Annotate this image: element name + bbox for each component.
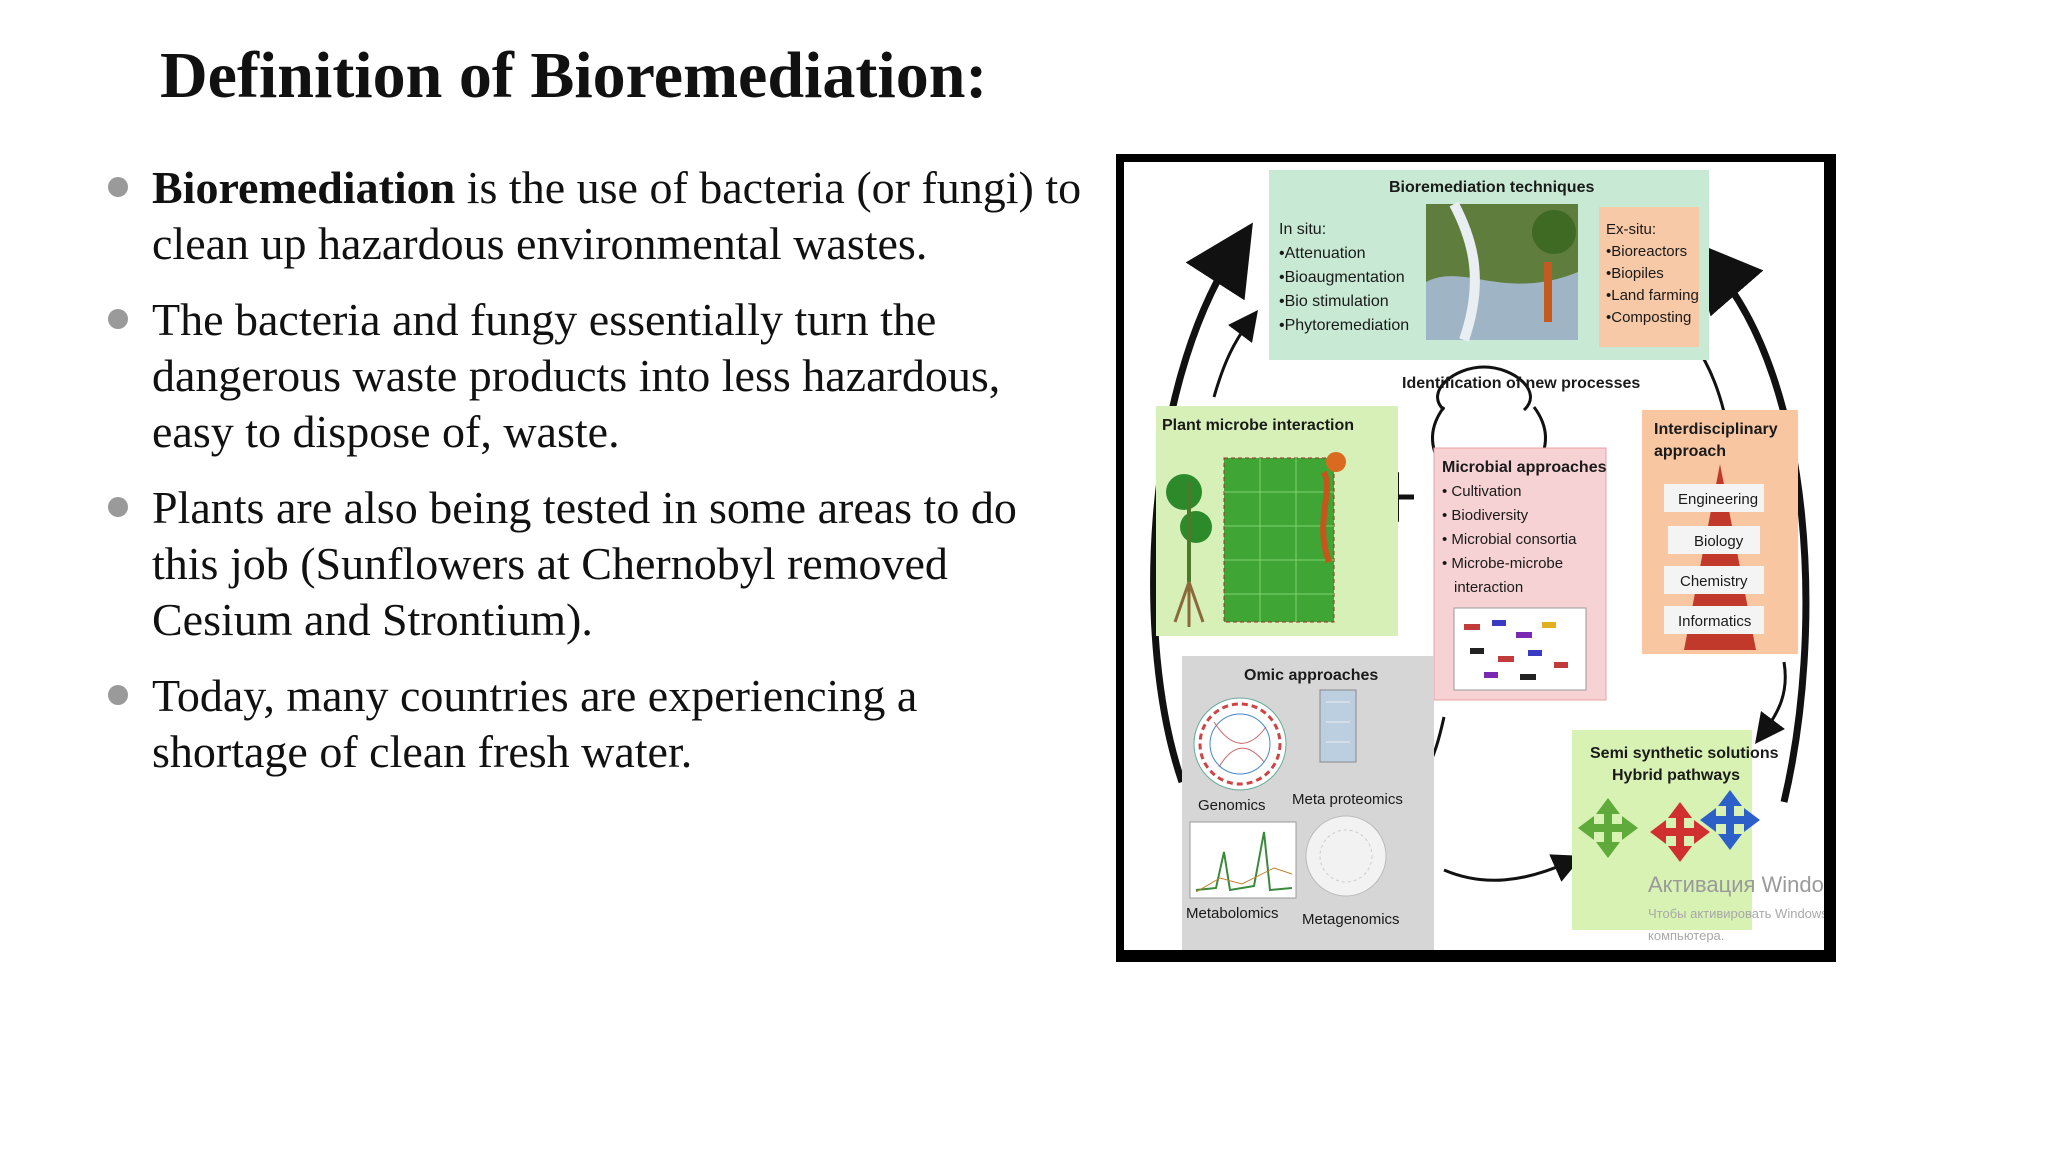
ex-situ-item: •Land farming	[1606, 287, 1699, 304]
bullet-bold-term: Bioremediation	[152, 162, 456, 213]
microbial-title: Microbial approaches	[1442, 459, 1607, 476]
watermark-line-3: компьютера.	[1648, 928, 1724, 943]
stream-photo	[1426, 201, 1578, 342]
hybrid-arrow-icon	[1650, 802, 1710, 862]
in-situ-item: •Bioaugmentation	[1279, 269, 1405, 286]
genomics-circos	[1193, 697, 1287, 791]
bullet-text: Plants are also being tested in some are…	[152, 482, 1017, 645]
ex-situ-item: •Biopiles	[1606, 265, 1664, 282]
ex-situ-item: •Composting	[1606, 309, 1691, 326]
plant-microbe-box: Plant microbe interaction	[1156, 406, 1398, 636]
arrow-plant-to-techniques	[1212, 309, 1258, 398]
discipline-label: Biology	[1694, 533, 1744, 550]
bullet-dot	[108, 685, 128, 705]
omic-box: Omic approaches Genomics Meta proteomics	[1182, 656, 1434, 950]
discipline-label: Informatics	[1678, 613, 1751, 630]
techniques-title: Bioremediation techniques	[1389, 179, 1594, 196]
arrow-identification-loop	[1436, 365, 1532, 412]
metagenomics-label: Metagenomics	[1302, 911, 1400, 928]
metabolomics-label: Metabolomics	[1186, 905, 1279, 922]
cycle-arrow-right	[1691, 240, 1810, 803]
semi-synthetic-title: Semi synthetic solutions	[1590, 745, 1779, 762]
bullet-text: Today, many countries are experiencing a…	[152, 670, 918, 777]
bullet-item: Today, many countries are experiencing a…	[104, 668, 1084, 780]
microbial-item: • Biodiversity	[1442, 507, 1529, 524]
watermark-line-1: Активация Windows	[1648, 872, 1824, 897]
hybrid-arrow-icon	[1578, 798, 1638, 858]
identification-label: Identification of new processes	[1402, 375, 1640, 392]
metagenomics-image	[1305, 815, 1387, 897]
techniques-box: Bioremediation techniques In situ: •Atte…	[1269, 170, 1709, 360]
microbial-item: • Cultivation	[1442, 483, 1521, 500]
omic-title: Omic approaches	[1244, 667, 1378, 684]
microbial-item: • Microbial consortia	[1442, 531, 1577, 548]
meta-proteomics-image	[1319, 689, 1357, 763]
arrow-omic-to-semi	[1443, 854, 1583, 882]
interdisciplinary-title: Interdisciplinary	[1654, 421, 1778, 438]
slide-title: Definition of Bioremediation:	[160, 39, 988, 112]
semi-synthetic-box: Semi synthetic solutions Hybrid pathways	[1572, 730, 1779, 930]
metabolomics-chart	[1189, 821, 1297, 899]
hybrid-pathways-title: Hybrid pathways	[1612, 767, 1740, 784]
bullet-item: Plants are also being tested in some are…	[104, 480, 1084, 648]
bullet-dot	[108, 309, 128, 329]
watermark-line-2: Чтобы активировать Windows	[1648, 906, 1824, 921]
bullet-dot	[108, 177, 128, 197]
in-situ-item: •Bio stimulation	[1279, 293, 1389, 310]
interdisciplinary-title: approach	[1654, 443, 1726, 460]
bullet-text: The bacteria and fungy essentially turn …	[152, 294, 1001, 457]
bullet-item: The bacteria and fungy essentially turn …	[104, 292, 1084, 460]
meta-proteomics-label: Meta proteomics	[1292, 791, 1403, 808]
ex-situ-item: •Bioreactors	[1606, 243, 1687, 260]
discipline-label: Engineering	[1678, 491, 1758, 508]
genomics-label: Genomics	[1198, 797, 1266, 814]
bullet-list: Bioremediation is the use of bacteria (o…	[104, 160, 1084, 800]
plant-microbe-title: Plant microbe interaction	[1162, 417, 1354, 434]
bullet-text: is the use of bacteria (or fungi) to cle…	[152, 162, 1082, 269]
microbial-box: Microbial approaches • Cultivation • Bio…	[1433, 447, 1607, 701]
microbial-item: interaction	[1454, 579, 1523, 596]
bullet-item: Bioremediation is the use of bacteria (o…	[104, 160, 1084, 272]
bullet-dot	[108, 497, 128, 517]
discipline-label: Chemistry	[1680, 573, 1748, 590]
interdisciplinary-box: Interdisciplinary approach Engineering B…	[1642, 410, 1798, 654]
in-situ-item: •Attenuation	[1279, 245, 1366, 262]
microbial-item: • Microbe-microbe	[1442, 555, 1563, 572]
hybrid-arrow-icon	[1700, 790, 1760, 850]
diagram-svg: Bioremediation techniques In situ: •Atte…	[1150, 170, 1824, 950]
ex-situ-label: Ex-situ:	[1606, 221, 1656, 238]
bioremediation-diagram: Bioremediation techniques In situ: •Atte…	[1116, 154, 1836, 962]
in-situ-label: In situ:	[1279, 221, 1326, 238]
diagram-canvas: Bioremediation techniques In situ: •Atte…	[1124, 162, 1824, 950]
in-situ-item: •Phytoremediation	[1279, 317, 1409, 334]
arrow-inter-to-semi	[1755, 661, 1787, 745]
